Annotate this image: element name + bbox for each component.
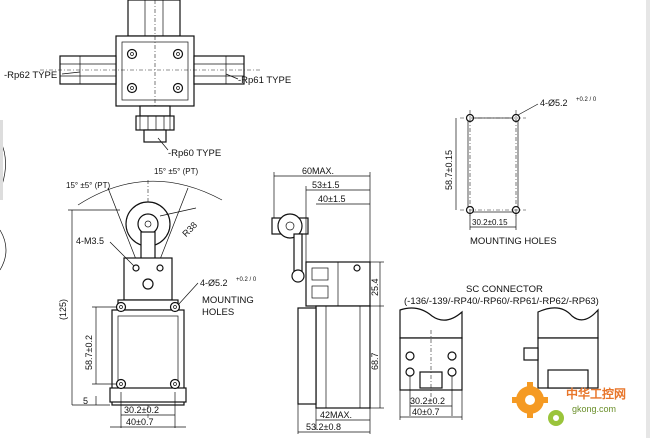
front-inner-width-dim: 30.2±0.2 [124,405,159,415]
rp62-type-label: -Rp62 TYPE [4,70,57,81]
gkong-watermark: 中华工控网 gkong.com [512,382,626,426]
rp61-type-label: -Rp61 TYPE [238,75,291,86]
watermark-text: 中华工控网 [566,386,626,401]
side-42-dim: 42MAX. [320,410,352,420]
sc-connector-view: SC CONNECTOR (-136/-139/-RP40/-RP60/-RP6… [399,284,599,420]
side-max-width-dim: 60MAX. [302,166,334,176]
side-53-dim: 53±1.5 [312,180,339,190]
radius-label: R38 [180,220,199,239]
gear-logo-icon [512,382,564,426]
side-40-dim: 40±1.5 [318,194,345,204]
mounting-holes-view: 4-Ø5.2 +0.2 / 0 58.7±0.15 30.2±0.15 MOUN… [444,97,597,247]
front-mounting-label-2: HOLES [202,307,234,318]
front-height-dim: 58.7±0.2 [84,335,94,370]
holes-width-dim: 30.2±0.15 [472,218,508,227]
front-width-dim: 40±0.7 [126,417,153,427]
sc-outer-width-dim: 40±0.7 [412,407,439,417]
mounting-holes-title: MOUNTING HOLES [470,236,557,247]
front-hole-label: 4-Ø5.2 [200,278,228,288]
side-view: 60MAX. 53±1.5 40±1.5 25.4 68.7 42MAX. 53… [271,166,384,434]
rp60-type-label: -Rp60 TYPE [168,148,221,159]
holes-spec-tol: +0.2 / 0 [576,97,597,103]
front-view: 15° ±5° (PT) 15° ±5° (PT) R38 4-M3.5 4-Ø… [58,167,257,428]
screw-spec-label: 4-M3.5 [76,236,104,246]
sc-connector-models: (-136/-139/-RP40/-RP60/-RP61/-RP62/-RP63… [404,296,599,307]
side-25-dim: 25.4 [370,278,380,296]
side-53b-dim: 53.2±0.8 [306,422,341,432]
top-view: -Rp62 TYPE -Rp61 TYPE -Rp60 TYPE [4,0,291,159]
front-hole-tol: +0.2 / 0 [236,277,257,283]
angle-left-label: 15° ±5° (PT) [66,181,110,190]
total-height-dim: (125) [58,299,68,320]
sc-connector-title: SC CONNECTOR [466,284,543,295]
edge-fragment [0,120,7,271]
sc-inner-width-dim: 30.2±0.2 [410,396,445,406]
watermark-url: gkong.com [572,404,616,414]
front-mounting-label-1: MOUNTING [202,295,254,306]
holes-spec-label: 4-Ø5.2 [540,98,568,108]
side-68-dim: 68.7 [370,352,380,370]
right-edge [646,0,650,438]
bottom-offset-dim: 5 [83,396,88,406]
angle-right-label: 15° ±5° (PT) [154,167,198,176]
holes-height-dim: 58.7±0.15 [444,150,454,190]
